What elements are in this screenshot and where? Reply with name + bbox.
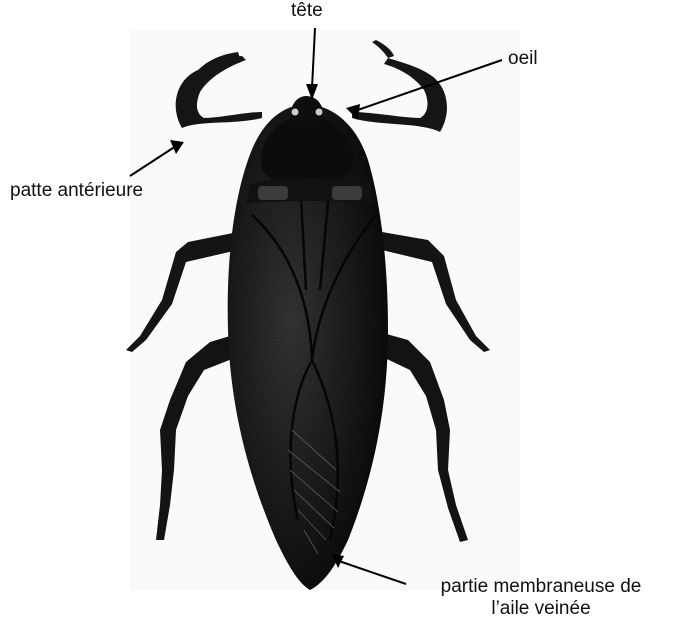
eye-left (292, 109, 299, 116)
label-front-leg: patte antérieure (10, 180, 143, 202)
label-head: tête (291, 0, 323, 22)
eye-right (316, 109, 323, 116)
label-wing-membrane-line2: l’aile veinée (408, 598, 674, 620)
label-wing-membrane: partie membraneuse de l’aile veinée (408, 576, 674, 620)
label-eye: oeil (508, 48, 538, 70)
label-wing-membrane-line1: partie membraneuse de (408, 576, 674, 598)
